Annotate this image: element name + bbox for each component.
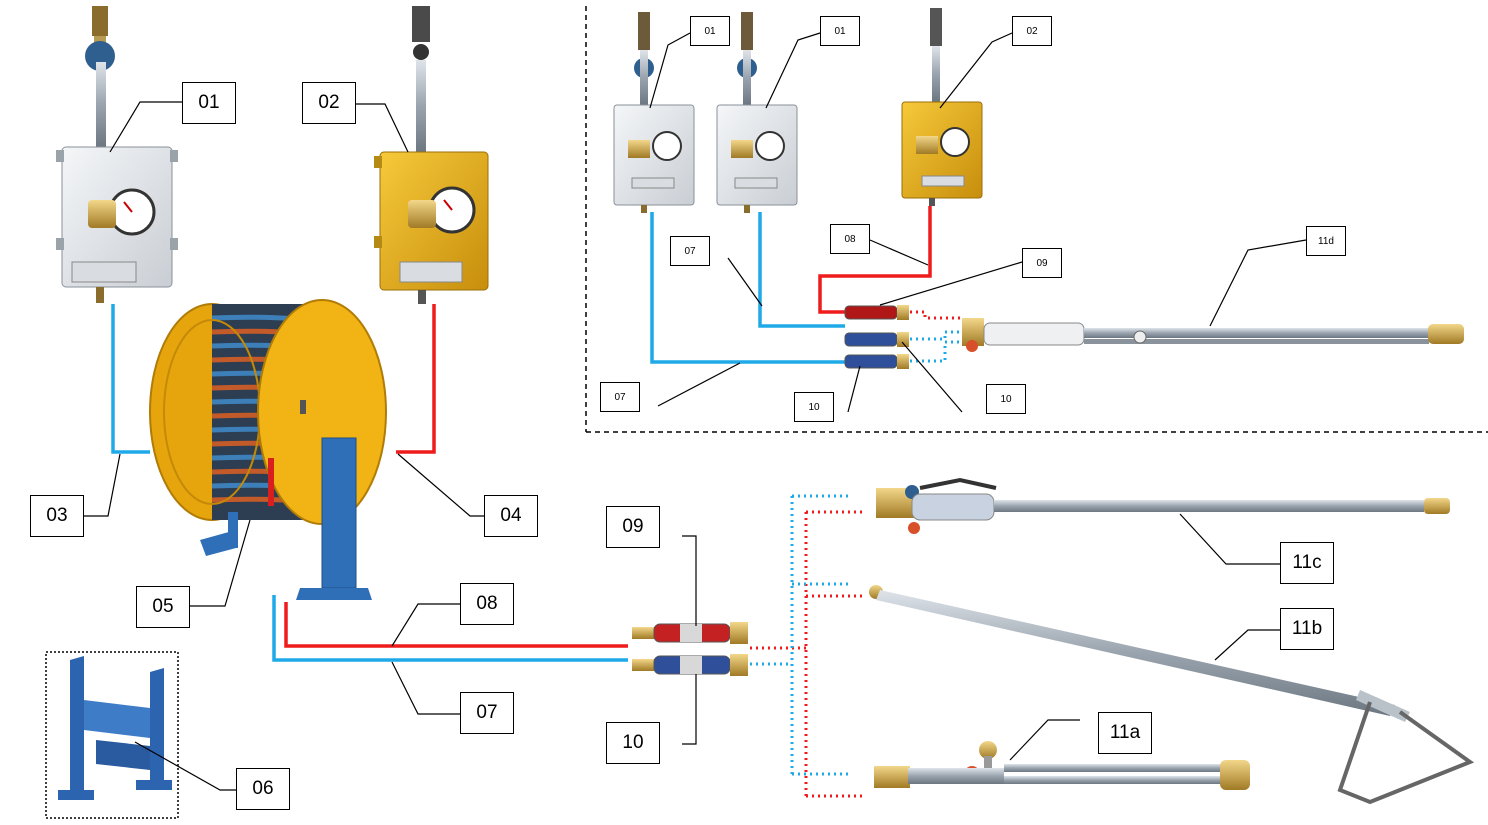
acetylene-regulator-cabinet-icon [374,6,489,304]
inset-acetylene-line [818,206,932,314]
callout-inset-10-a: 10 [794,392,834,422]
reel-stand-frame [45,651,179,819]
callout-10: 10 [606,722,660,764]
callout-11a: 11a [1098,712,1152,754]
inset-flashback-arrestors-icon [844,305,909,369]
inset-oxygen-cabinet-a-icon [613,12,695,213]
hose-reel-icon [149,299,387,600]
callout-07: 07 [460,692,514,734]
callout-inset-10-b: 10 [986,384,1026,414]
lance-11a-icon [874,741,1250,790]
callout-inset-01-a: 01 [690,16,730,46]
callout-inset-01-b: 01 [820,16,860,46]
callout-inset-11d: 11d [1306,226,1346,256]
callout-01: 01 [182,82,236,124]
callout-11c: 11c [1280,542,1334,584]
callout-inset-02: 02 [1012,16,1052,46]
callout-11b: 11b [1280,608,1334,650]
main-leader-lines [84,101,1280,791]
oxygen-regulator-cabinet-icon [56,6,178,303]
callout-inset-07-top: 07 [670,236,710,266]
oxygen-line-03 [111,304,150,454]
dotted-acetylene-connections [750,510,866,798]
inset-oxygen-lines [650,212,845,364]
inset-oxygen-cabinet-b-icon [716,12,798,213]
lance-11b-icon [869,585,1475,805]
inset-dotted-connections [910,310,960,363]
callout-inset-08: 08 [830,224,870,254]
reel-stand-icon [58,656,172,800]
inset-frame [585,6,1488,433]
callout-04: 04 [484,495,538,537]
inset-acetylene-cabinet-icon [901,8,983,206]
callout-03: 03 [30,495,84,537]
acetylene-line-04 [396,304,436,454]
acetylene-line-08 [284,602,628,648]
callout-06: 06 [236,768,290,810]
inset-leader-lines [649,32,1307,413]
lance-11c-icon [876,477,1450,534]
inset-lance-11d-icon [962,318,1464,352]
callout-09: 09 [606,506,660,548]
oxygen-line-07 [272,595,628,662]
callout-05: 05 [136,586,190,628]
flashback-arrestor-icon [632,622,748,676]
callout-02: 02 [302,82,356,124]
callout-inset-07-bottom: 07 [600,382,640,412]
callout-08: 08 [460,583,514,625]
callout-inset-09: 09 [1022,248,1062,278]
dotted-oxygen-connections [750,494,852,776]
